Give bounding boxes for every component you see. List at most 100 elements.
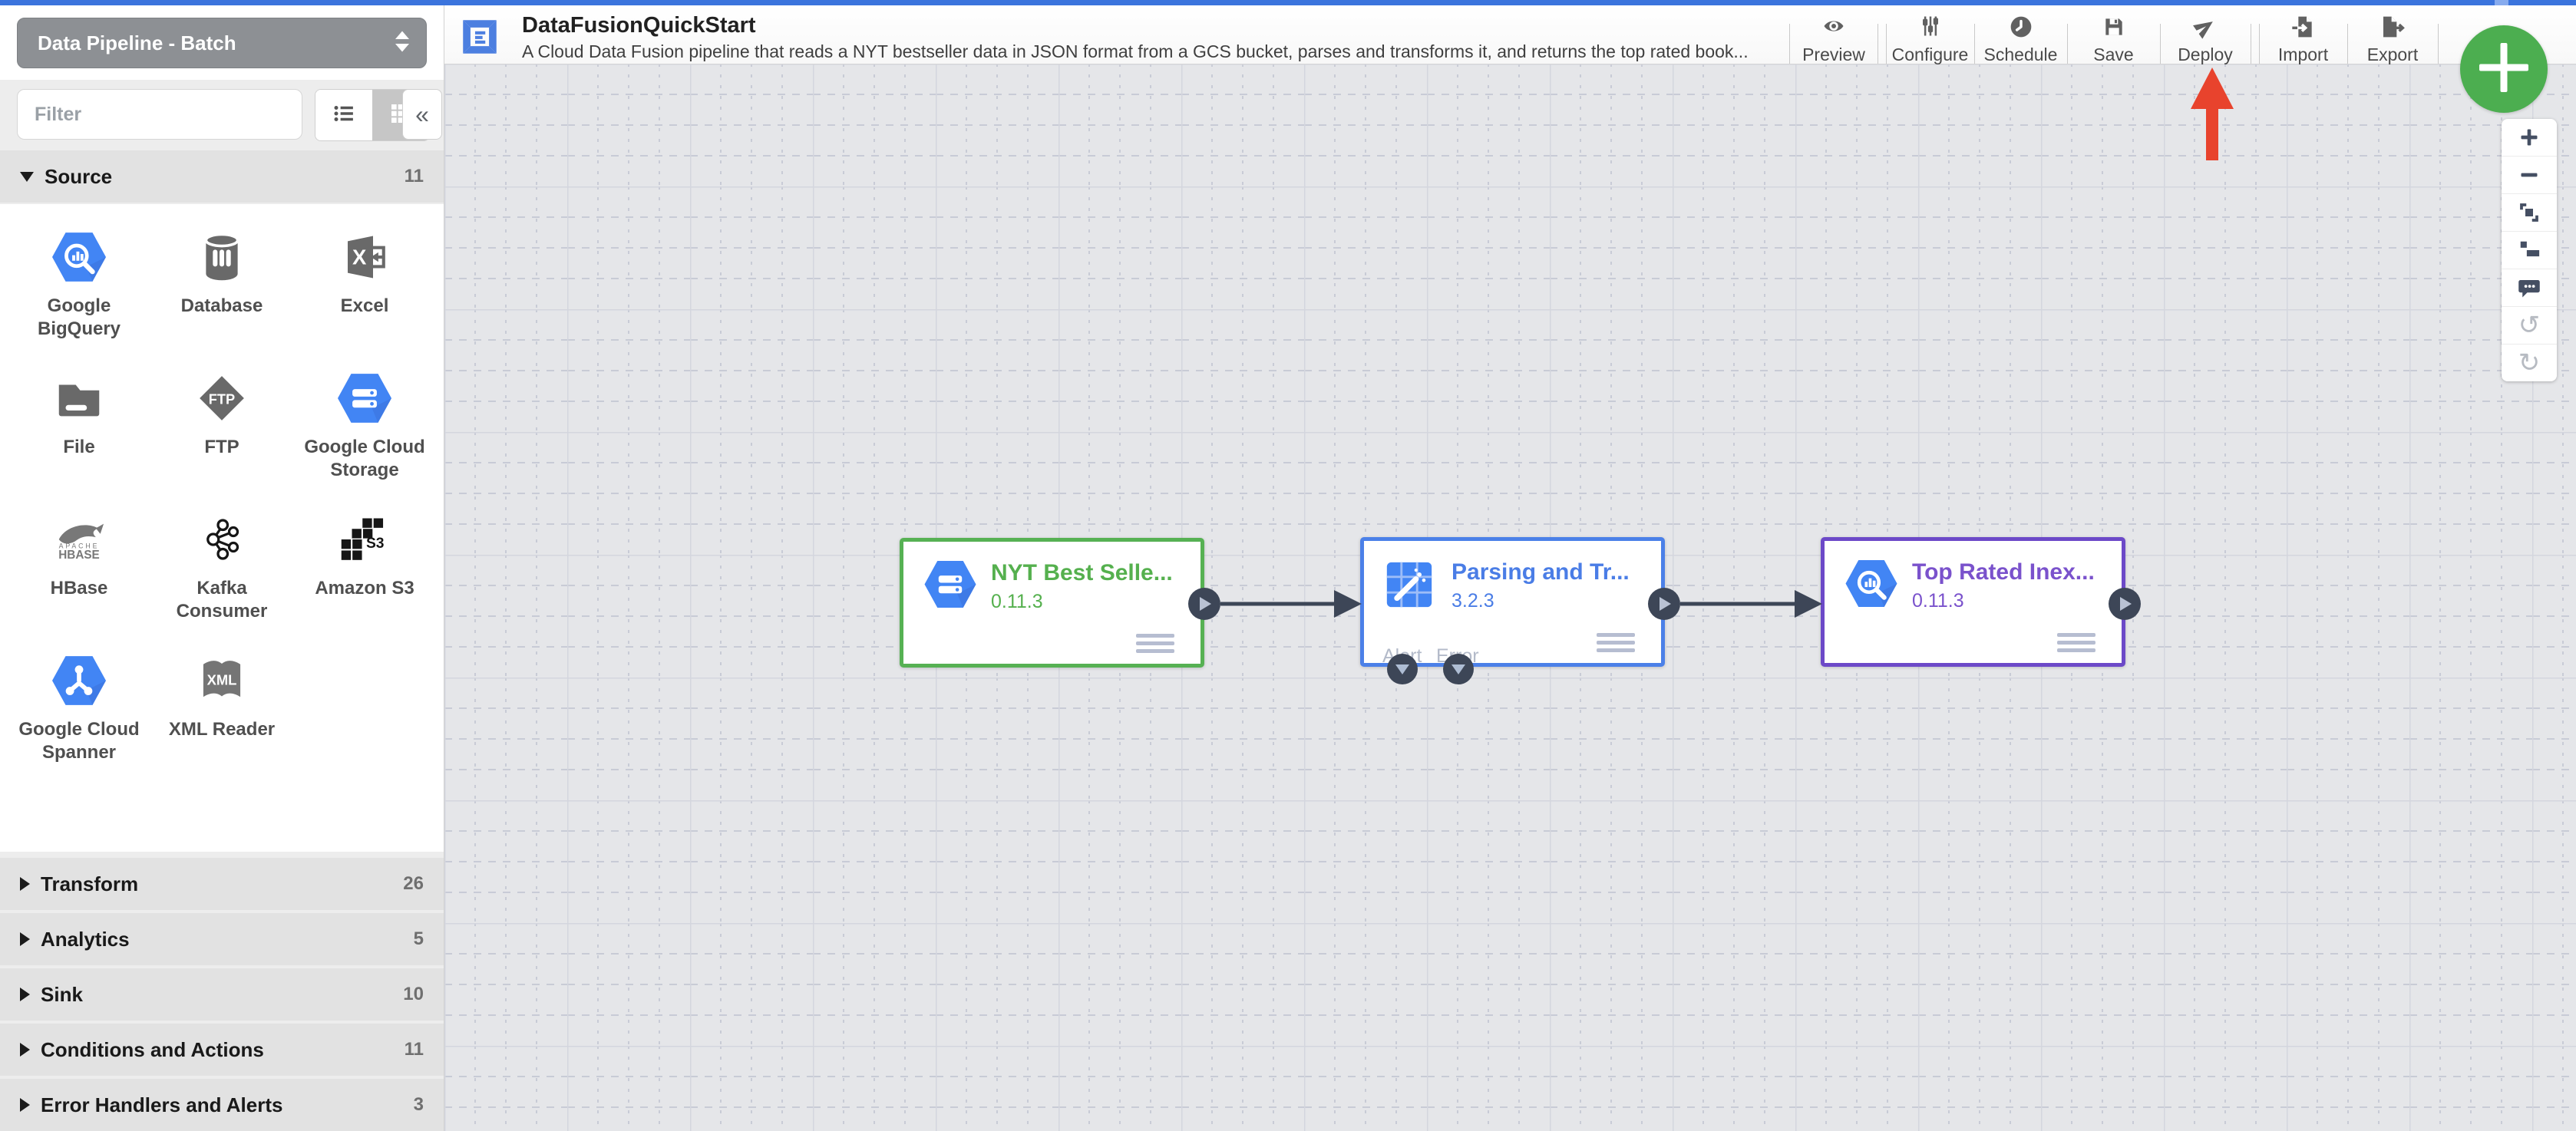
- section-label: Analytics: [41, 927, 130, 951]
- zoom-out-button[interactable]: [2502, 157, 2557, 194]
- plugin-google-cloud-spanner[interactable]: Google Cloud Spanner: [11, 648, 147, 764]
- ftp-icon: FTP: [154, 365, 290, 431]
- node-title: Parsing and Tr...: [1451, 559, 1630, 585]
- export-label: Export: [2366, 45, 2419, 64]
- file-import-icon: [2290, 15, 2317, 43]
- plugin-label: Database: [180, 295, 263, 316]
- plugin-label: File: [63, 437, 95, 457]
- plugin-xml-reader[interactable]: XML XML Reader: [154, 648, 290, 741]
- section-count: 11: [404, 166, 424, 186]
- gcs-icon: [922, 559, 979, 614]
- node-top-rated-inexpensive[interactable]: Top Rated Inex... 0.11.3: [1821, 537, 2125, 667]
- list-icon: [331, 102, 357, 129]
- top-bar-notch: [2495, 0, 2508, 5]
- section-label: Error Handlers and Alerts: [41, 1093, 283, 1116]
- preview-button[interactable]: Preview: [1790, 15, 1878, 65]
- eye-icon: [1821, 15, 1847, 41]
- sidebar-section-transform[interactable]: Transform 26: [0, 858, 444, 910]
- gcs-icon: [296, 365, 433, 431]
- double-chevron-left-icon: «: [415, 100, 429, 128]
- bigquery-icon: [1843, 558, 1900, 613]
- add-node-button[interactable]: [2460, 25, 2548, 113]
- plugin-label: Kafka Consumer: [176, 578, 268, 622]
- collapse-sidebar-button[interactable]: «: [402, 89, 442, 140]
- plugin-amazon-s3[interactable]: S3 Amazon S3: [296, 506, 433, 600]
- database-icon: [154, 224, 290, 290]
- zoom-in-button[interactable]: [2502, 119, 2557, 157]
- plugin-label: FTP: [204, 437, 239, 457]
- list-view-button[interactable]: [315, 90, 372, 140]
- schedule-label: Schedule: [1983, 45, 2058, 64]
- deploy-button[interactable]: Deploy: [2161, 15, 2250, 65]
- section-label: Source: [45, 164, 113, 188]
- node-nyt-best-sellers[interactable]: NYT Best Selle... 0.11.3: [900, 538, 1204, 668]
- svg-text:XML: XML: [207, 672, 237, 688]
- configure-button[interactable]: Configure: [1887, 15, 1973, 65]
- sidebar-section-analytics[interactable]: Analytics 5: [0, 913, 444, 965]
- redo-button[interactable]: ↻: [2502, 345, 2557, 381]
- wrangler-icon: [1382, 558, 1436, 615]
- plugin-label: XML Reader: [168, 719, 276, 740]
- plugin-database[interactable]: Database: [154, 224, 290, 318]
- node-menu-icon[interactable]: [2057, 633, 2095, 652]
- clock-icon: [2009, 15, 2033, 43]
- section-label: Sink: [41, 982, 83, 1006]
- sidebar-section-conditions-and-actions[interactable]: Conditions and Actions 11: [0, 1024, 444, 1076]
- canvas-toolbar: ↺ ↻: [2502, 119, 2557, 381]
- section-count: 11: [404, 1039, 424, 1060]
- sidebar-section-sink[interactable]: Sink 10: [0, 968, 444, 1021]
- svg-text:HBASE: HBASE: [58, 549, 100, 562]
- toolbar-separator: [1789, 24, 1790, 64]
- node-title: Top Rated Inex...: [1912, 559, 2095, 585]
- caret-right-icon: [20, 1043, 30, 1057]
- export-button[interactable]: Export: [2348, 15, 2437, 65]
- pipeline-type-value: Data Pipeline - Batch: [38, 31, 236, 54]
- import-button[interactable]: Import: [2260, 15, 2346, 65]
- dropdown-stepper-icon: [394, 30, 411, 57]
- plugin-label: Google Cloud Spanner: [18, 719, 140, 763]
- sidebar-section-error-handlers-and-alerts[interactable]: Error Handlers and Alerts 3: [0, 1079, 444, 1131]
- auto-align-button[interactable]: [2502, 232, 2557, 269]
- toolbar-separator: [2067, 24, 2068, 64]
- pipeline-type-selector[interactable]: Data Pipeline - Batch: [17, 18, 427, 68]
- sliders-icon: [1918, 15, 1943, 41]
- caret-right-icon: [20, 932, 30, 946]
- preview-label: Preview: [1802, 45, 1865, 64]
- toolbar-separator: [2347, 24, 2348, 64]
- plugin-google-bigquery[interactable]: Google BigQuery: [11, 224, 147, 341]
- plugin-excel[interactable]: X Excel: [296, 224, 433, 318]
- filter-input[interactable]: [17, 89, 302, 140]
- redo-icon: ↻: [2518, 348, 2541, 378]
- node-version: 0.11.3: [1912, 590, 1964, 612]
- caret-down-icon: [20, 171, 34, 182]
- plugin-ftp[interactable]: FTP FTP: [154, 365, 290, 459]
- undo-button[interactable]: ↺: [2502, 307, 2557, 345]
- sidebar-section-source[interactable]: Source 11: [0, 150, 444, 203]
- plugin-list: Google BigQuery Database X Excel File: [0, 204, 444, 852]
- save-button[interactable]: Save: [2068, 15, 2159, 65]
- floppy-icon: [2102, 15, 2126, 43]
- node-title: NYT Best Selle...: [991, 560, 1173, 585]
- undo-icon: ↺: [2518, 311, 2541, 340]
- plugin-kafka-consumer[interactable]: Kafka Consumer: [154, 506, 290, 623]
- section-count: 10: [403, 984, 424, 1004]
- fit-to-screen-button[interactable]: [2502, 194, 2557, 232]
- plugin-google-cloud-storage[interactable]: Google Cloud Storage: [296, 365, 433, 482]
- plugin-label: Google Cloud Storage: [304, 437, 425, 480]
- node-menu-icon[interactable]: [1597, 633, 1635, 652]
- top-accent-bar: [0, 0, 2576, 5]
- node-parsing-and-transform[interactable]: Parsing and Tr... 3.2.3 Alert Error: [1360, 537, 1665, 667]
- plugin-file[interactable]: File: [11, 365, 147, 459]
- spanner-icon: [11, 648, 147, 714]
- configure-label: Configure: [1891, 45, 1969, 64]
- schedule-button[interactable]: Schedule: [1975, 15, 2066, 65]
- node-menu-icon[interactable]: [1136, 634, 1174, 653]
- svg-text:S3: S3: [366, 536, 385, 552]
- section-count: 26: [403, 873, 424, 894]
- comment-button[interactable]: [2502, 269, 2557, 307]
- xml-icon: XML: [154, 648, 290, 714]
- alert-port-label: Alert: [1382, 645, 1422, 667]
